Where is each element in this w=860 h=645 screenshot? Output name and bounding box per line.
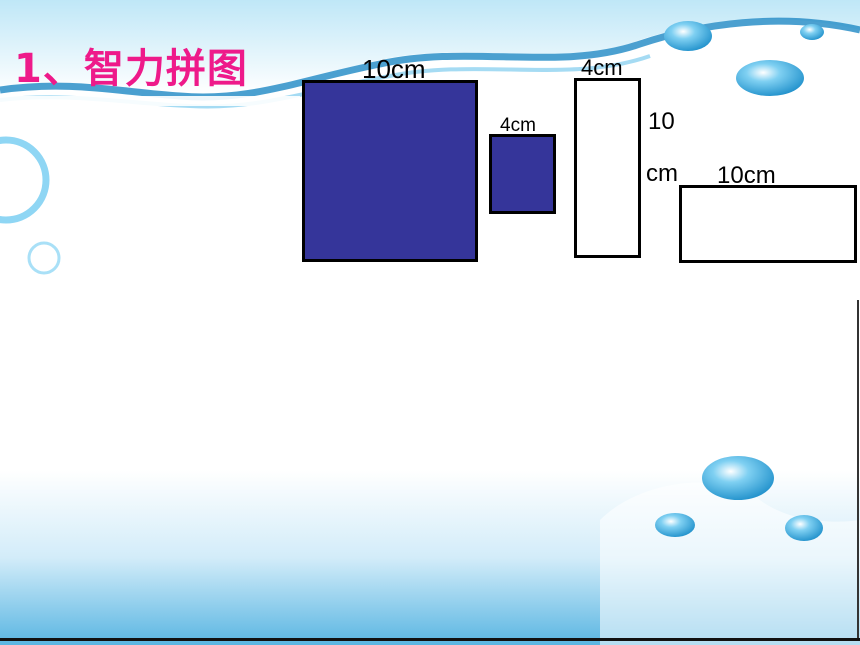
- slide-title: 1、智力拼图: [14, 46, 248, 92]
- tall-rect-side-label-cm: cm: [646, 160, 678, 187]
- bubble-ring: [0, 136, 50, 224]
- tall-rect-side-label-10: 10: [648, 108, 675, 135]
- wide-rect-label: 10cm: [717, 162, 776, 189]
- big-square-label: 10cm: [362, 54, 426, 84]
- water-drop: [655, 513, 695, 537]
- water-drop: [785, 515, 823, 541]
- wide-white-rectangle[interactable]: [679, 185, 857, 263]
- water-drop: [702, 456, 774, 500]
- tall-rect-top-label: 4cm: [581, 55, 623, 80]
- water-drop: [800, 24, 824, 40]
- top-wave: [0, 0, 860, 94]
- small-square-label: 4cm: [500, 115, 536, 136]
- bubble-ring-small: [27, 241, 61, 275]
- water-drop: [664, 21, 712, 51]
- right-edge-line: [857, 300, 859, 638]
- small-blue-square[interactable]: [489, 134, 556, 214]
- water-drop: [736, 60, 804, 96]
- tall-white-rectangle[interactable]: [574, 78, 641, 258]
- bottom-edge-line: [0, 638, 860, 641]
- big-blue-square[interactable]: [302, 80, 478, 262]
